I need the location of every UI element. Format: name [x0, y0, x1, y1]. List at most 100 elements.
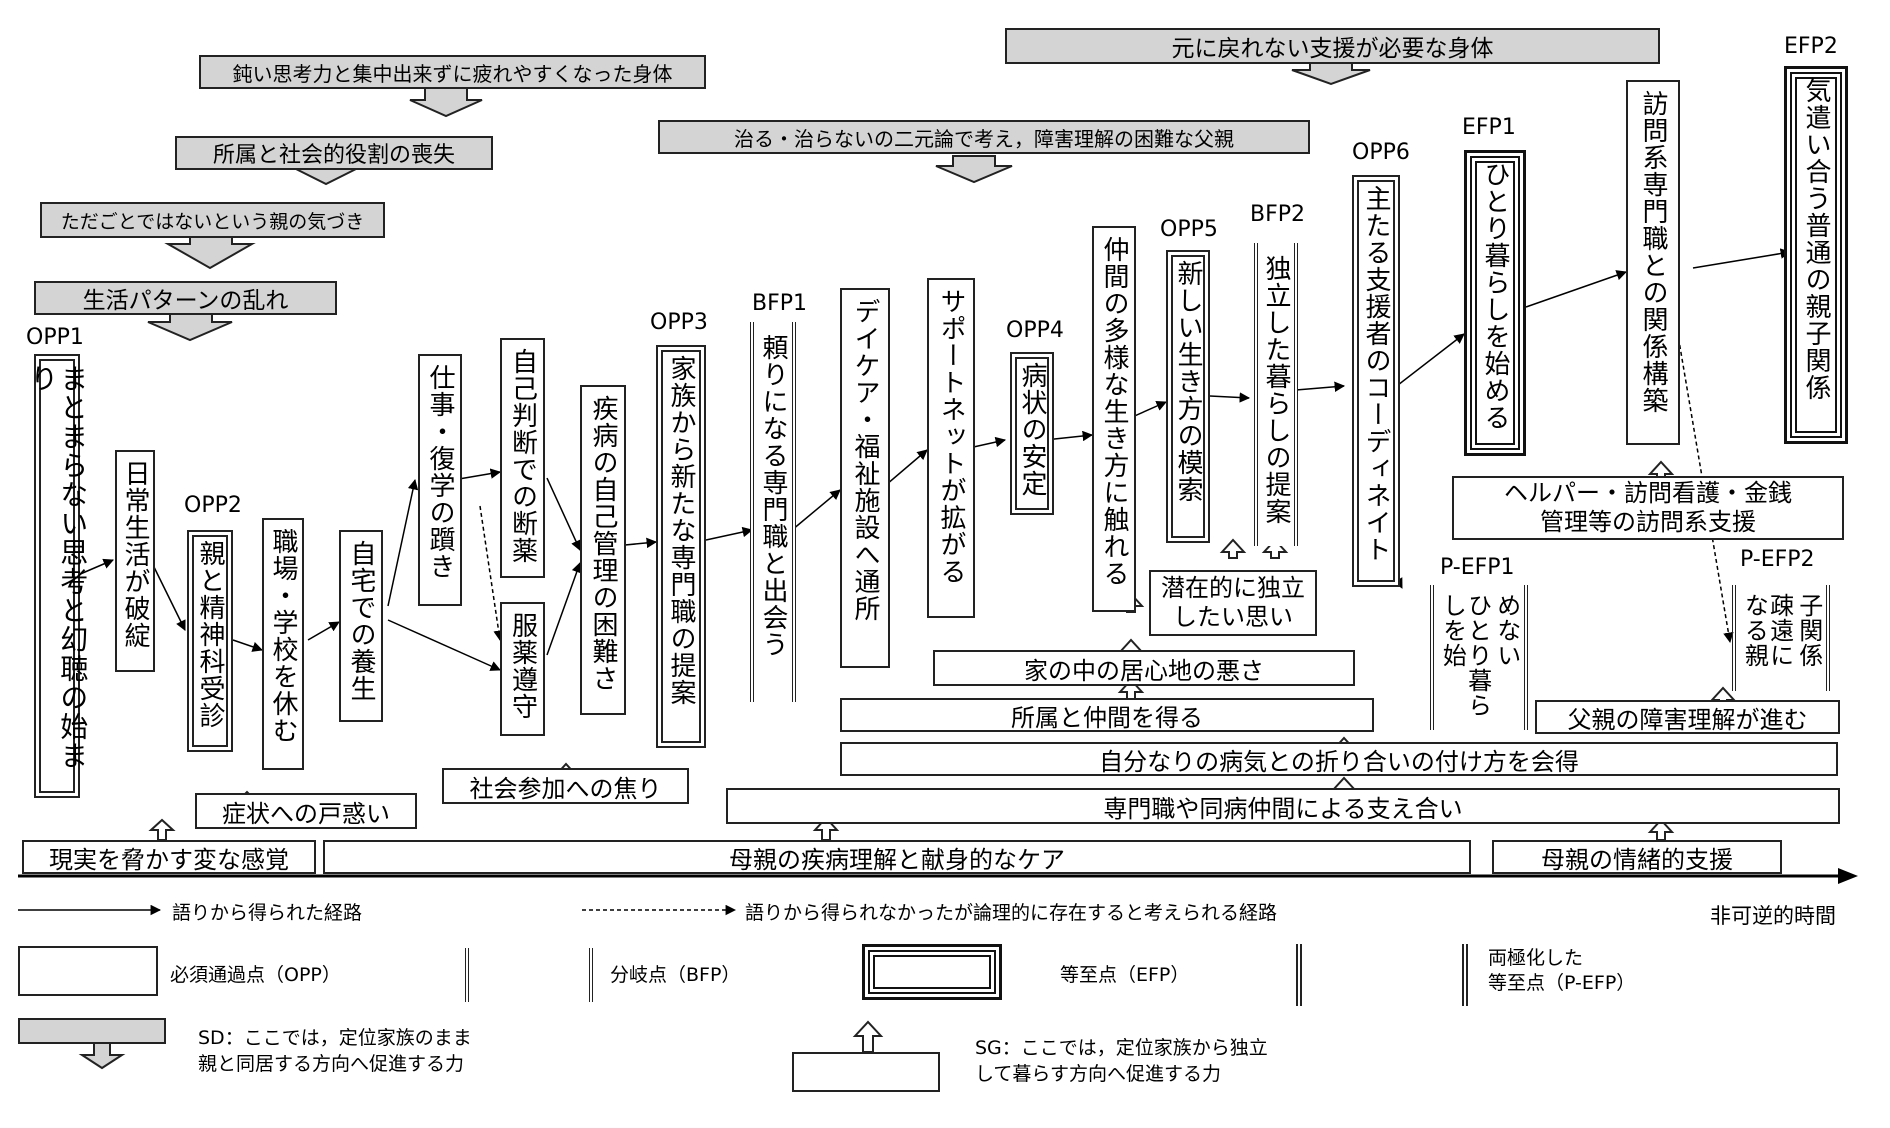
label-opp3: OPP3 — [650, 310, 708, 335]
sg-home-discomfort: 家の中の居心地の悪さ — [933, 650, 1355, 686]
label-pefp2: P-EFP2 — [1740, 547, 1815, 572]
time-axis-arrowhead — [1838, 868, 1858, 884]
sg-coping: 自分なりの病気との折り合いの付け方を会得 — [840, 742, 1838, 776]
label-efp1: EFP1 — [1462, 115, 1516, 140]
legend-time-axis: 非可逆的時間 — [1710, 904, 1836, 928]
solid-paths — [18, 248, 1792, 916]
node-rest: 職場・学校を休む — [262, 518, 304, 770]
node-daily-life: 日常生活が破綻 — [115, 450, 155, 672]
sd-dull-body: 鈍い思考力と集中出来ずに疲れやすくなった身体 — [199, 55, 706, 89]
legend-pefp: 両極化した 等至点（P-EFP） — [1488, 946, 1635, 995]
node-opp1-text: まとまらない思考と幻聴の始まり — [26, 364, 90, 770]
node-network: サポートネットが拡がる — [927, 278, 975, 618]
label-bfp1: BFP1 — [752, 291, 808, 316]
sg-helper-support-line1: ヘルパー・訪問看護・金銭 — [1504, 479, 1792, 508]
legend-sd-line2: 親と同居する方向へ促進する力 — [198, 1052, 465, 1075]
legend-pefp-line2: 等至点（P-EFP） — [1488, 971, 1636, 994]
node-bfp1: 頼りになる専門職と出会う — [750, 322, 796, 702]
node-bfp2: 独立した暮らしの提案 — [1254, 243, 1298, 546]
node-efp1-text: ひとり暮らしを始める — [1480, 161, 1511, 431]
legend-sd-line1: SD：ここでは，定位家族のまま — [198, 1027, 472, 1049]
node-opp3: 家族から新たな専門職の提案 — [656, 345, 706, 748]
legend-sg-line1: SG：ここでは，定位家族から独立 — [975, 1037, 1268, 1059]
node-pefp2-text-b: 子関係 — [1794, 593, 1823, 668]
label-efp2: EFP2 — [1784, 34, 1838, 59]
legend-efp: 等至点（EFP） — [1060, 964, 1190, 986]
node-peers-text: 仲間の多様な生き方に触れる — [1099, 236, 1130, 587]
sg-mother-emotional: 母親の情緒的支援 — [1492, 840, 1782, 874]
sg-helper-support: ヘルパー・訪問看護・金銭 管理等の訪問系支援 — [1452, 476, 1844, 540]
sg-latent-independence-line1: 潜在的に独立 — [1161, 574, 1305, 603]
node-pefp1-text-a: ひとり暮らしを始 — [1438, 593, 1492, 718]
node-rest-text: 職場・学校を休む — [268, 528, 299, 744]
node-opp5: 新しい生き方の模索 — [1166, 250, 1210, 543]
node-stumble: 仕事・復学の躓き — [418, 354, 462, 606]
label-bfp2: BFP2 — [1250, 202, 1306, 227]
sd-loss-role: 所属と社会的役割の喪失 — [175, 136, 493, 170]
legend-sd-symbol — [18, 1018, 166, 1044]
node-opp4-text: 病状の安定 — [1017, 362, 1048, 497]
node-compliance-text: 服薬遵守 — [507, 612, 538, 720]
sg-mutual-support: 専門職や同病仲間による支え合い — [726, 788, 1840, 824]
legend-opp-symbol — [18, 946, 158, 996]
node-visit-relationship-text: 訪問系専門職との関係構築 — [1638, 90, 1669, 414]
node-opp4: 病状の安定 — [1010, 352, 1054, 515]
node-opp5-text: 新しい生き方の模索 — [1173, 260, 1204, 503]
node-opp1: まとまらない思考と幻聴の始まり — [26, 354, 89, 798]
label-opp1: OPP1 — [26, 325, 84, 350]
node-daycare-text: デイケア・福祉施設へ通所 — [850, 298, 881, 622]
node-daily-life-text: 日常生活が破綻 — [120, 460, 151, 649]
node-visit-relationship: 訪問系専門職との関係構築 — [1626, 80, 1680, 445]
label-opp2: OPP2 — [184, 493, 242, 518]
label-opp5: OPP5 — [1160, 217, 1218, 242]
legend-bfp: 分岐点（BFP） — [610, 964, 741, 986]
node-peers: 仲間の多様な生き方に触れる — [1092, 226, 1136, 612]
node-opp2: 親と精神科受診 — [187, 530, 233, 752]
node-self-management: 疾病の自己管理の困難さ — [580, 385, 626, 715]
sg-reality-threat: 現実を脅かす変な感覚 — [22, 840, 316, 874]
sg-mother-care: 母親の疾病理解と献身的なケア — [323, 840, 1471, 874]
node-bfp2-text: 独立した暮らしの提案 — [1261, 255, 1292, 525]
node-opp6: 主たる支援者のコーディネイト — [1352, 175, 1400, 587]
node-compliance: 服薬遵守 — [500, 602, 545, 736]
node-pefp2: 疎遠になる親 子関係 — [1732, 585, 1830, 691]
sd-parent-awareness: ただごとではないという親の気づき — [40, 202, 385, 238]
node-daycare: デイケア・福祉施設へ通所 — [840, 288, 890, 668]
sg-helper-support-line2: 管理等の訪問系支援 — [1540, 508, 1756, 536]
node-home-rest-text: 自宅での養生 — [346, 540, 377, 702]
label-pefp1: P-EFP1 — [1440, 555, 1515, 580]
legend-pefp-symbol — [1296, 944, 1468, 1006]
sd-body-support: 元に戻れない支援が必要な身体 — [1005, 28, 1660, 64]
sd-life-pattern: 生活パターンの乱れ — [34, 281, 337, 315]
node-efp1: ひとり暮らしを始める — [1464, 150, 1526, 456]
node-self-stop-text: 自己判断での断薬 — [507, 348, 538, 564]
sg-belonging: 所属と仲間を得る — [840, 698, 1374, 732]
label-opp4: OPP4 — [1006, 318, 1064, 343]
legend-sg: SG：ここでは，定位家族から独立 して暮らす方向へ促進する力 — [975, 1036, 1268, 1087]
legend-solid-path: 語りから得られた経路 — [172, 902, 363, 924]
legend-pefp-line1: 両極化した — [1488, 947, 1584, 969]
node-efp2: 気遣い合う普通の親子関係 — [1784, 66, 1848, 444]
legend-bfp-symbol — [465, 948, 593, 1002]
legend-sg-line2: して暮らす方向へ促進する力 — [975, 1062, 1222, 1085]
sg-latent-independence: 潜在的に独立 したい思い — [1149, 570, 1317, 636]
node-pefp1: ひとり暮らしを始 めない — [1430, 585, 1528, 730]
legend-sd: SD：ここでは，定位家族のまま 親と同居する方向へ促進する力 — [198, 1026, 472, 1077]
sg-social-rush: 社会参加への焦り — [442, 768, 689, 804]
node-stumble-text: 仕事・復学の躓き — [425, 364, 456, 580]
legend-sg-symbol — [792, 1052, 940, 1092]
label-opp6: OPP6 — [1352, 140, 1410, 165]
node-opp6-text: 主たる支援者のコーディネイト — [1361, 185, 1392, 563]
sg-latent-independence-line2: したい思い — [1173, 603, 1293, 631]
legend-efp-symbol — [862, 944, 1002, 1000]
node-opp2-text: 親と精神科受診 — [195, 540, 226, 729]
node-self-stop: 自己判断での断薬 — [500, 338, 545, 578]
legend-dashed-path: 語りから得られなかったが論理的に存在すると考えられる経路 — [745, 902, 1278, 924]
sd-binary-father: 治る・治らないの二元論で考え，障害理解の困難な父親 — [658, 120, 1310, 154]
sg-confusion: 症状への戸惑い — [195, 793, 417, 829]
node-network-text: サポートネットが拡がる — [936, 288, 967, 585]
node-self-management-text: 疾病の自己管理の困難さ — [588, 395, 619, 692]
legend-opp: 必須通過点（OPP） — [170, 964, 341, 986]
sg-father-understanding: 父親の障害理解が進む — [1535, 700, 1840, 734]
